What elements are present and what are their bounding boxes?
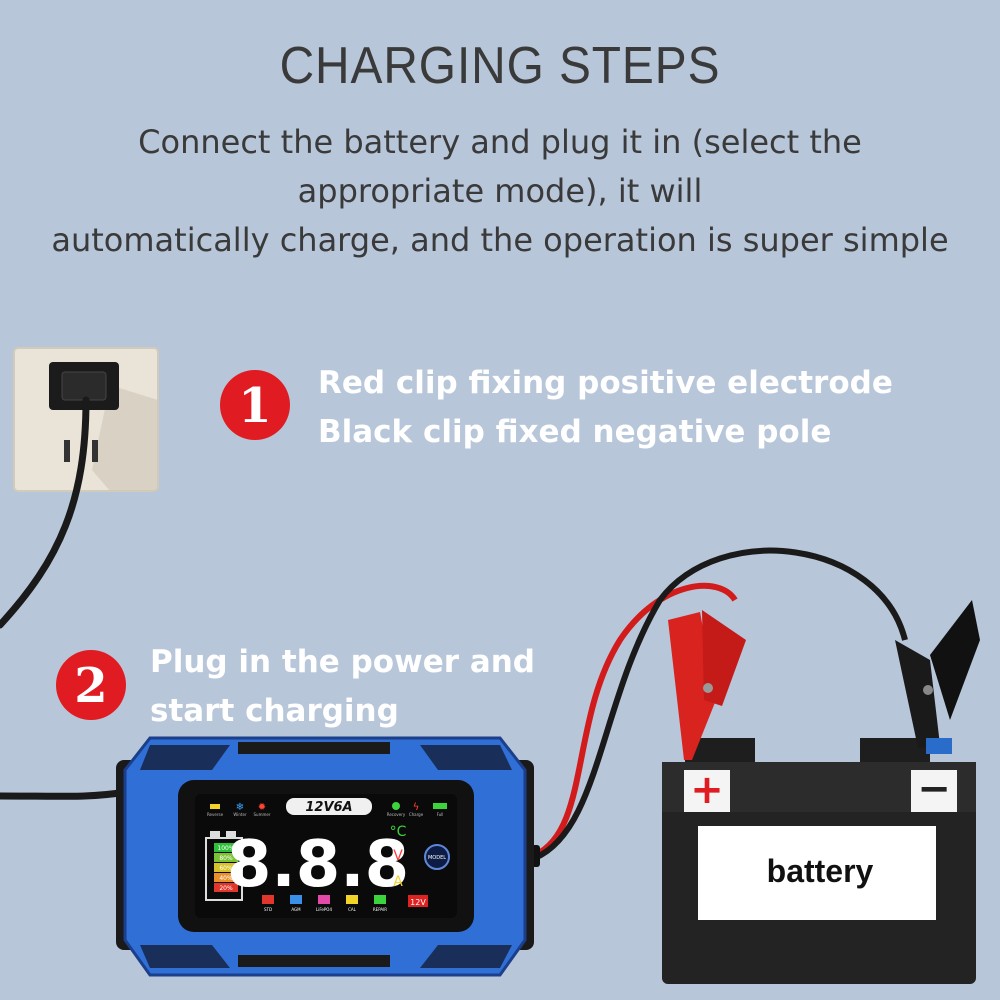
mode-repair: REPAIR: [373, 907, 387, 912]
digit-display: 8.8.8: [227, 828, 409, 902]
level-40: 40%: [219, 875, 233, 882]
charge-label: Charge: [409, 812, 424, 817]
red-cable: [533, 582, 738, 858]
page-subtitle: Connect the battery and plug it in (sele…: [0, 118, 1000, 265]
unit-celsius: °C: [390, 824, 407, 840]
level-80: 80%: [219, 855, 233, 862]
mode-std: STD: [264, 907, 272, 912]
recovery-icon: [392, 802, 400, 810]
level-100: 100%: [217, 845, 234, 852]
model-button[interactable]: [424, 844, 450, 870]
step-1-text: Red clip fixing positive electrode Black…: [318, 359, 893, 457]
model-button-label: MODEL: [428, 855, 446, 861]
negative-terminal-label: [911, 770, 957, 812]
battery-level-indicator: [205, 831, 243, 901]
charger-input-cord: [0, 788, 127, 800]
plus-sign: +: [690, 767, 724, 813]
unit-volt: V: [393, 848, 403, 864]
subtitle-line-3: automatically charge, and the operation …: [51, 221, 949, 259]
power-cord: [0, 396, 90, 629]
top-icon-row: ❄ ✹ ϟ: [210, 802, 447, 813]
level-60: 60%: [219, 865, 233, 872]
subtitle-line-2: appropriate mode), it will: [297, 172, 703, 210]
step-2-text: Plug in the power and start charging: [150, 638, 535, 736]
voltage-badge-label: 12V: [410, 898, 426, 907]
battery-label: battery: [767, 853, 874, 889]
step-2-line-2: start charging: [150, 693, 399, 729]
unit-amp: A: [393, 874, 403, 890]
charger-model-label: 12V6A: [305, 800, 352, 815]
mode-agm: AGM: [291, 907, 301, 912]
minus-sign: −: [917, 766, 951, 812]
summer-icon: ✹: [258, 802, 266, 813]
page-title: CHARGING STEPS: [279, 37, 721, 95]
voltage-badge: [408, 895, 428, 907]
battery-label-panel: [698, 826, 936, 920]
mode-cal: CAL: [348, 907, 357, 912]
winter-label: Winter: [233, 812, 247, 817]
black-cable: [533, 547, 908, 861]
winter-icon: ❄: [236, 802, 244, 813]
recovery-label: Recovery: [387, 812, 406, 817]
mode-icons: [262, 895, 386, 904]
subtitle-line-1: Connect the battery and plug it in (sele…: [138, 123, 862, 161]
reverse-label: Reverse: [207, 812, 224, 817]
reverse-icon: [210, 804, 220, 809]
battery-charger: [116, 736, 534, 977]
mode-lifepo4: LiFePO4: [316, 907, 332, 912]
red-clip: [668, 610, 746, 760]
positive-terminal-label: [684, 770, 730, 812]
step-1-badge: 1: [220, 370, 290, 440]
black-clip: [895, 600, 980, 754]
step-1-line-2: Black clip fixed negative pole: [318, 414, 832, 450]
step-2-line-1: Plug in the power and: [150, 644, 536, 680]
full-icon: [433, 803, 447, 809]
level-20: 20%: [219, 885, 233, 892]
summer-label: Summer: [254, 812, 271, 817]
charge-icon: ϟ: [413, 802, 420, 813]
step-2-badge: 2: [56, 650, 126, 720]
step-1-line-1: Red clip fixing positive electrode: [318, 365, 893, 401]
full-label: Full: [437, 812, 444, 817]
car-battery: [662, 738, 976, 984]
